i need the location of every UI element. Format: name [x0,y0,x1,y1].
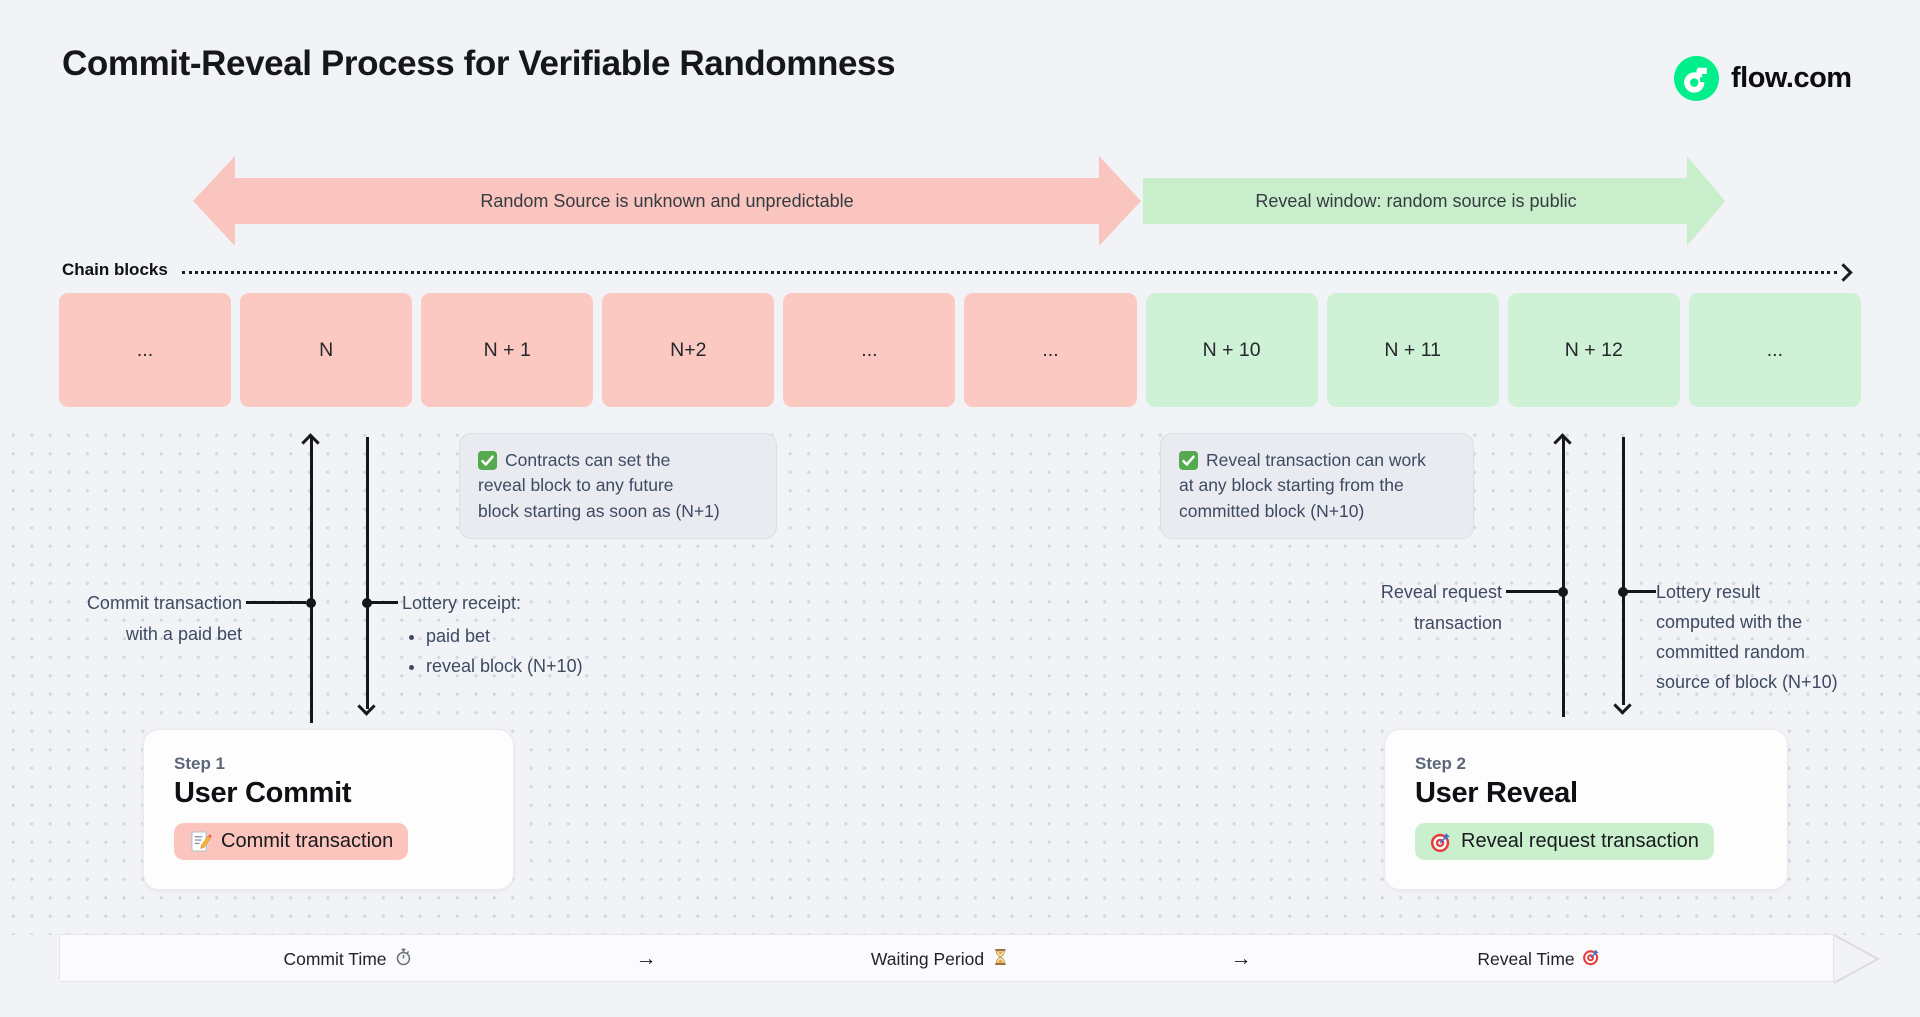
note-line: at any block starting from the [1179,475,1404,496]
note-line: committed block (N+10) [1179,500,1365,521]
target-icon [1430,831,1452,853]
connector-dot [1558,587,1568,597]
step-2-card: Step 2 User Reveal Reveal request transa… [1384,729,1788,890]
connector-dot [362,598,372,608]
unknown-phase-arrow: Random Source is unknown and unpredictab… [193,156,1141,246]
memo-icon [189,830,212,853]
chain-blocks-row: ... N N + 1 N+2 ... ... N + 10 N + 11 N … [59,293,1861,407]
receipt-down-arrow [366,437,369,709]
chain-blocks-label: Chain blocks [62,260,168,279]
block-n-plus-1: N + 1 [421,293,594,407]
page-title: Commit-Reveal Process for Verifiable Ran… [62,44,896,83]
reveal-phase-arrow: Reveal window: random source is public [1143,156,1725,246]
unknown-phase-label: Random Source is unknown and unpredictab… [480,190,854,211]
block-ellipsis-1: ... [59,293,232,407]
timeline-end-chevron-icon [1832,933,1882,990]
note-line: block starting as soon as (N+1) [478,500,720,521]
check-icon [478,451,497,471]
commit-time-item: Commit Time [283,935,412,983]
brand: flow.com [1674,56,1852,101]
connector-dot [306,598,316,608]
timeline-arrow: → [635,947,657,970]
connector-line [246,601,306,604]
block-ellipsis-4: ... [1688,293,1861,407]
result-down-arrow [1622,437,1625,705]
block-n: N [240,293,413,407]
time-phases-bar: Commit Time → Waiting Period [59,934,1834,982]
note-line: Reveal transaction can work [1206,450,1426,470]
check-icon [1179,451,1198,471]
reveal-up-arrow [1562,437,1565,717]
step-title: User Reveal [1415,777,1578,809]
brand-name: flow.com [1731,62,1852,94]
connector-dot [1618,587,1628,597]
pill-label: Commit transaction [221,830,394,852]
waiting-period-item: Waiting Period [871,935,1009,983]
commit-transaction-label: Commit transaction with a paid bet [86,593,242,644]
block-n-plus-2: N+2 [602,293,775,407]
chain-leader-line [182,271,1837,274]
note-line: reveal block to any future [478,475,674,496]
connector-line [371,601,398,604]
block-n-plus-10: N + 10 [1145,293,1318,407]
connector-line [1627,590,1656,593]
block-ellipsis-2: ... [783,293,956,407]
hourglass-icon [992,948,1009,971]
block-n-plus-11: N + 11 [1326,293,1499,407]
reveal-phase-label: Reveal window: random source is public [1255,190,1577,211]
connector-line [1506,590,1558,593]
receipt-bullet: reveal block (N+10) [426,651,583,681]
lottery-receipt-label: Lottery receipt: paid bet reveal block (… [402,588,583,681]
lottery-result-label: Lottery result computed with the committ… [1656,582,1838,692]
flow-logo-icon [1674,56,1719,101]
block-n-plus-12: N + 12 [1507,293,1680,407]
reveal-request-pill: Reveal request transaction [1415,823,1714,860]
step-1-card: Step 1 User Commit Commit transaction [143,729,514,890]
note-line: Contracts can set the [505,450,671,470]
stopwatch-icon [395,948,413,971]
reveal-request-label: Reveal request transaction [1380,582,1502,633]
reveal-time-item: Reveal Time [1477,935,1600,983]
step-title: User Commit [174,777,352,809]
step-number: Step 2 [1415,754,1467,773]
pill-label: Reveal request transaction [1461,830,1699,852]
timeline-arrow: → [1230,947,1252,970]
block-ellipsis-3: ... [964,293,1137,407]
step-number: Step 1 [174,754,226,773]
receipt-bullet: paid bet [426,621,583,651]
target-icon [1583,948,1601,971]
commit-note-box: Contracts can set the reveal block to an… [459,433,777,540]
reveal-note-box: Reveal transaction can work at any block… [1160,433,1474,540]
commit-up-arrow [310,437,313,723]
chain-arrow-icon [1834,263,1853,282]
commit-transaction-pill: Commit transaction [174,823,409,860]
